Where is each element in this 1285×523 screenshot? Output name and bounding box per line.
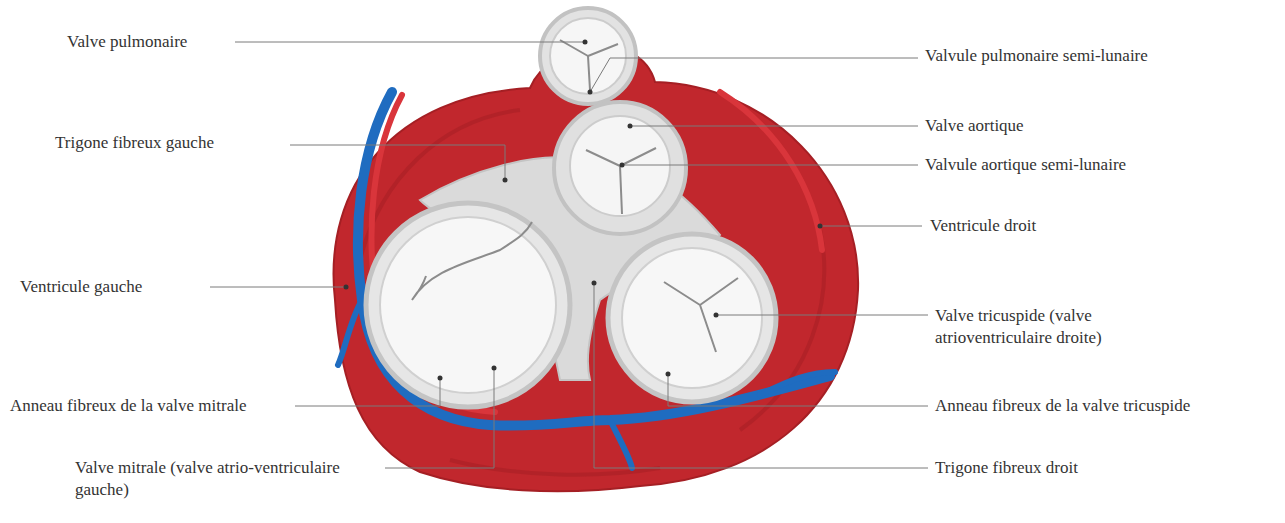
leader-dots — [344, 40, 823, 381]
pulmonary-valve — [540, 8, 636, 104]
aortic-valve — [554, 102, 686, 234]
part-label: Valvule pulmonaire semi-lunaire — [925, 45, 1148, 67]
tricuspid-valve-inner — [622, 248, 762, 388]
part-label: Trigone fibreux droit — [935, 457, 1078, 479]
part-label: Ventricule gauche — [20, 276, 142, 298]
part-label: Valve mitrale (valve atrio-ventriculaire… — [75, 457, 375, 501]
part-label: Valve aortique — [925, 115, 1024, 137]
pulmonary-cusps — [560, 40, 618, 90]
mitral-valve-inner — [380, 217, 556, 393]
part-label: Anneau fibreux de la valve mitrale — [10, 395, 246, 417]
aortic-cusps — [586, 148, 656, 214]
part-label: Ventricule droit — [930, 215, 1036, 237]
part-label: Valvule aortique semi-lunaire — [925, 154, 1126, 176]
tricuspid-valve — [608, 234, 776, 402]
mitral-leaflets — [412, 222, 532, 300]
part-label: Anneau fibreux de la valve tricuspide — [935, 395, 1190, 417]
pulmonary-valve-inner — [550, 18, 626, 94]
mitral-valve — [366, 203, 570, 407]
heart-muscle — [334, 46, 859, 491]
leader-lines — [210, 42, 928, 468]
coronary-artery — [372, 92, 822, 412]
part-label: Trigone fibreux gauche — [55, 132, 214, 154]
aortic-valve-inner — [570, 116, 670, 216]
part-label: Valve tricuspide (valve atrioventriculai… — [935, 305, 1185, 349]
part-label: Valve pulmonaire — [67, 31, 187, 53]
